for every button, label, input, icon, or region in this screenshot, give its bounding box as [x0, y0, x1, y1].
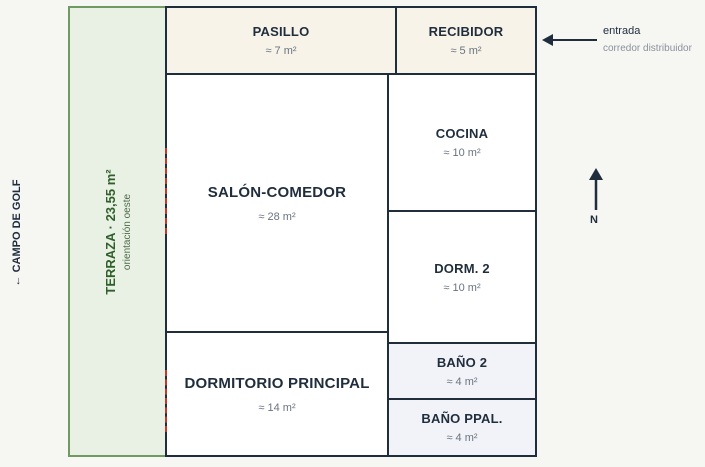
room-name: DORM. 2: [434, 260, 490, 276]
room-name: PASILLO: [252, 24, 310, 39]
north-label: N: [590, 214, 598, 226]
room-area: ≈ 4 m²: [446, 432, 478, 444]
terrace-door-dormitorio: [165, 370, 167, 432]
terrace-label-group: TERRAZA · 23,55 m² orientación oeste: [103, 169, 133, 294]
entry-sublabel: corredor distribuidor: [603, 43, 692, 54]
room-area: ≈ 7 m²: [265, 45, 297, 57]
room-name: BAÑO 2: [436, 354, 488, 370]
room-name: COCINA: [435, 126, 489, 141]
room-name: RECIBIDOR: [428, 24, 504, 39]
room-dorm-2: DORM. 2 ≈ 10 m²: [387, 210, 537, 344]
terrace-label: TERRAZA · 23,55 m²: [102, 168, 118, 295]
north-arrow-icon: [589, 168, 603, 210]
entry-label: entrada: [603, 25, 641, 37]
room-salon-comedor: SALÓN-COMEDOR ≈ 28 m²: [165, 73, 389, 333]
terrace: TERRAZA · 23,55 m² orientación oeste: [68, 6, 167, 457]
arrow-left-icon: [542, 34, 597, 46]
room-recibidor: RECIBIDOR ≈ 5 m²: [395, 6, 537, 75]
room-area: ≈ 10 m²: [443, 147, 481, 159]
room-area: ≈ 28 m²: [258, 210, 296, 223]
room-name: BAÑO PPAL.: [421, 411, 503, 426]
golf-course-label: ← CAMPO DE GOLF: [11, 179, 23, 287]
room-name: SALÓN-COMEDOR: [207, 183, 347, 201]
room-area: ≈ 14 m²: [258, 401, 296, 414]
room-name: DORMITORIO PRINCIPAL: [184, 374, 370, 392]
room-area: ≈ 10 m²: [443, 281, 481, 294]
room-area: ≈ 5 m²: [450, 45, 482, 57]
room-cocina: COCINA ≈ 10 m²: [387, 73, 537, 212]
terrace-orientation: orientación oeste: [121, 193, 133, 270]
room-bano-2: BAÑO 2 ≈ 4 m²: [387, 342, 537, 400]
terrace-door-salon: [165, 148, 167, 234]
room-dormitorio-principal: DORMITORIO PRINCIPAL ≈ 14 m²: [165, 331, 389, 457]
room-bano-ppal: BAÑO PPAL. ≈ 4 m²: [387, 398, 537, 457]
room-pasillo: PASILLO ≈ 7 m²: [165, 6, 397, 75]
room-area: ≈ 4 m²: [446, 375, 478, 388]
